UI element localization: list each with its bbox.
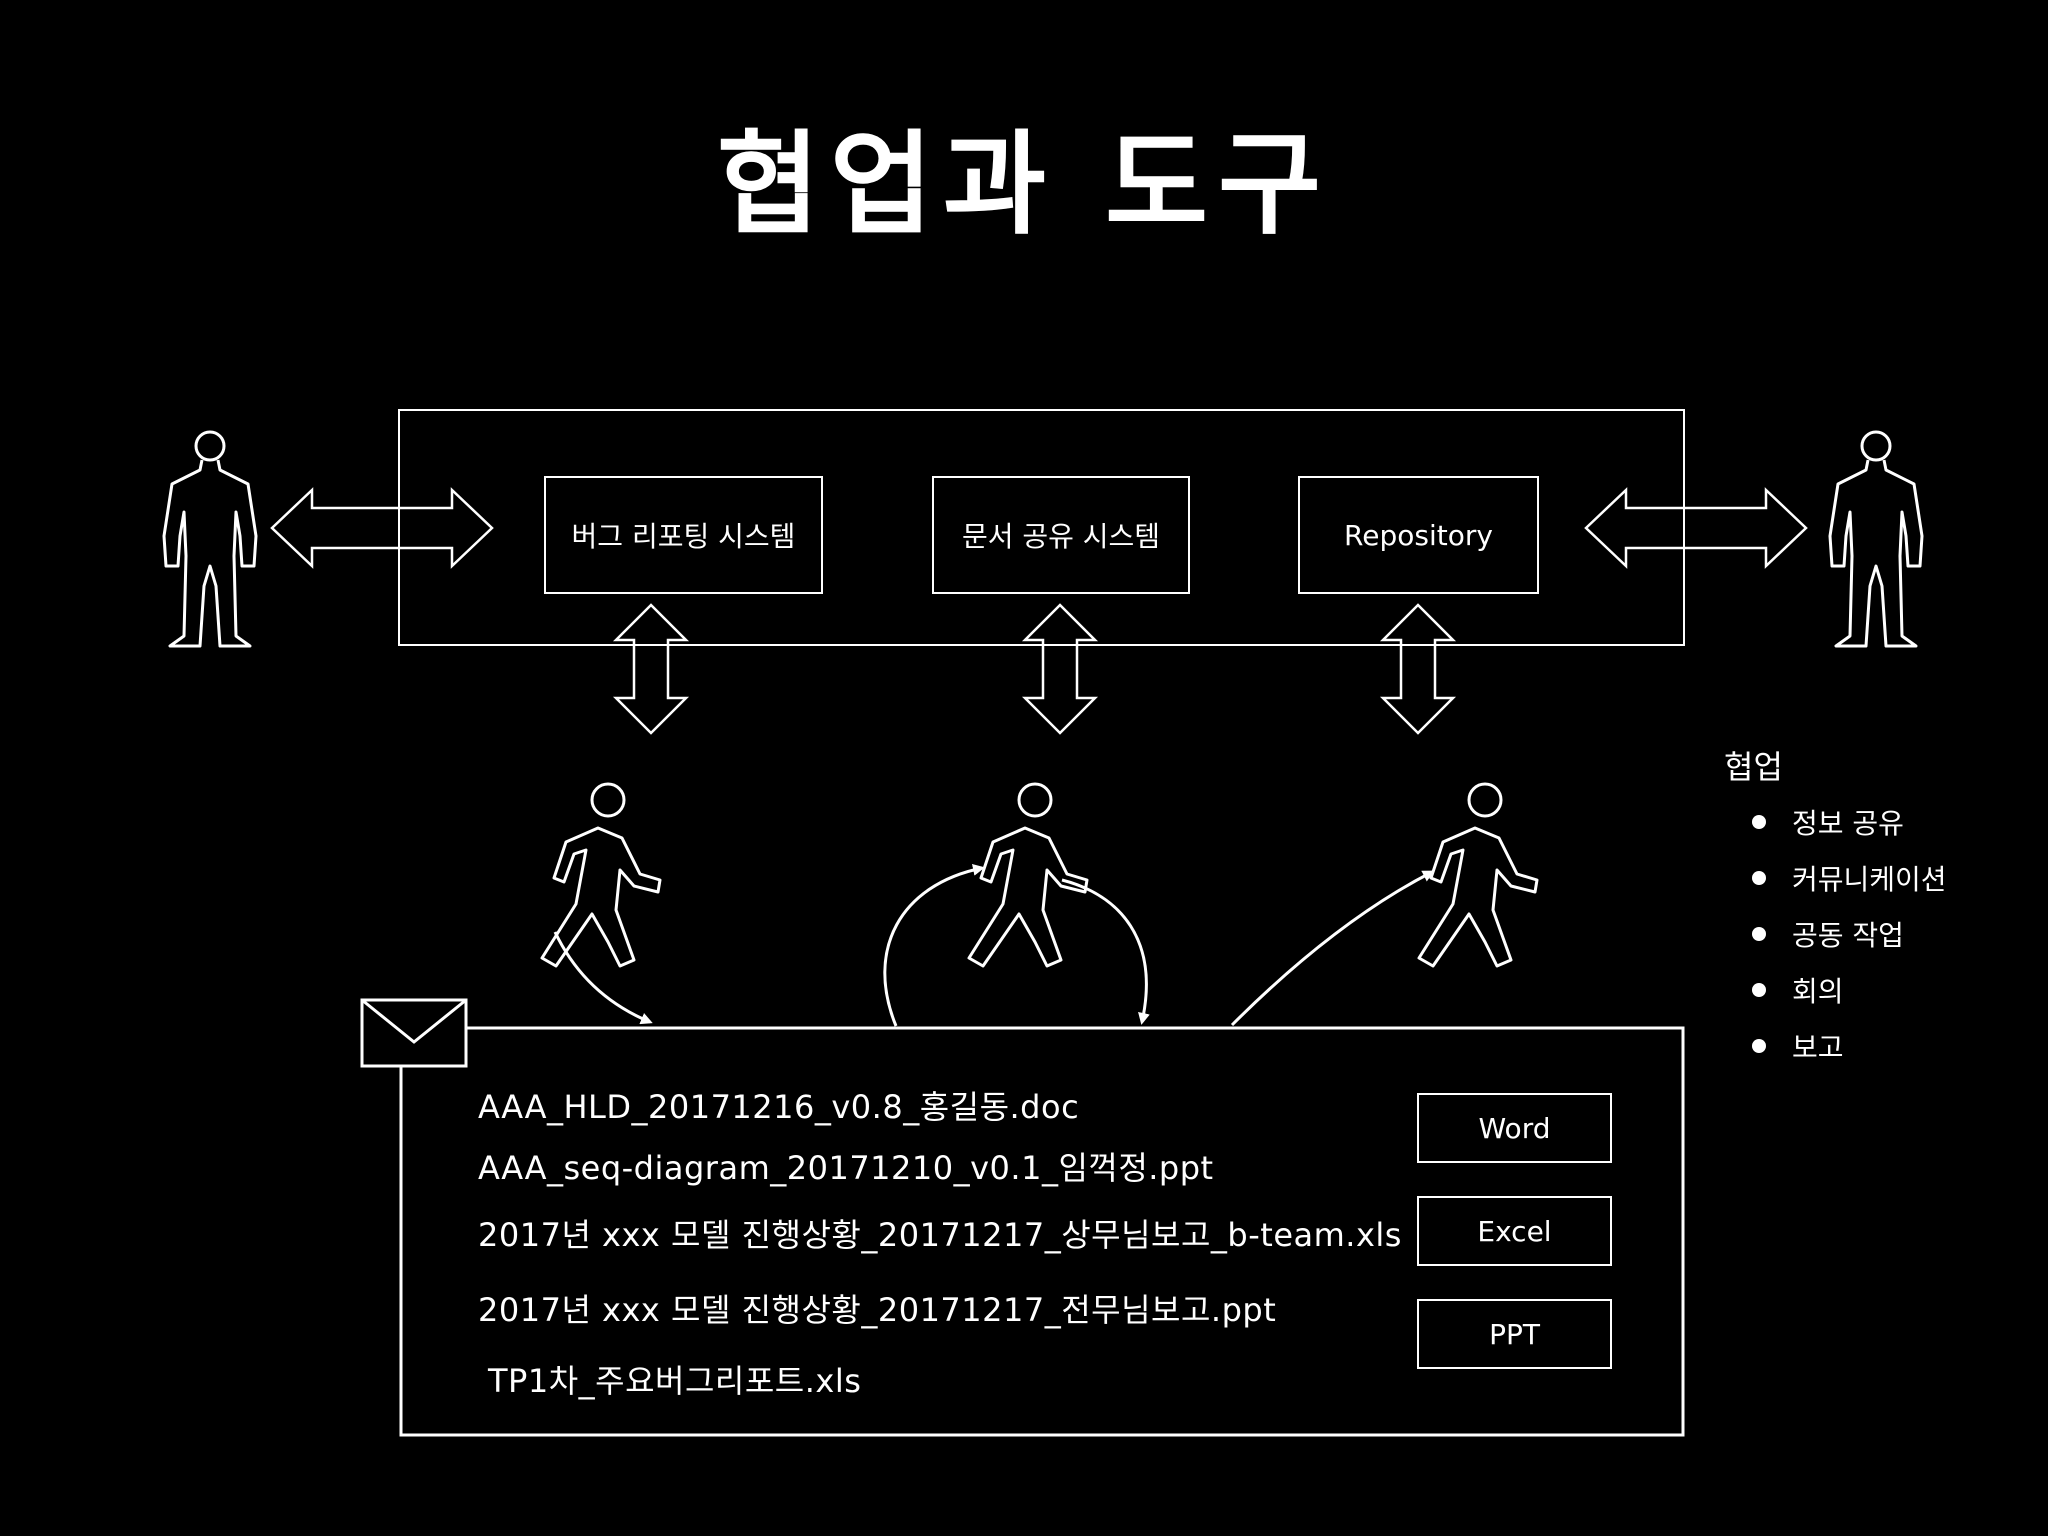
bug-system-double-arrow <box>612 603 690 735</box>
word-box: Word <box>1417 1093 1612 1163</box>
repository-label: Repository <box>1344 518 1493 552</box>
right-double-arrow <box>1584 487 1808 569</box>
ppt-label: PPT <box>1489 1317 1540 1351</box>
bullet-icon <box>1752 815 1766 829</box>
ppt-box: PPT <box>1417 1299 1612 1369</box>
repository-double-arrow <box>1379 603 1457 735</box>
collab-item-label: 공동 작업 <box>1792 919 1904 952</box>
collab-item-2: 커뮤니케이션 <box>1752 858 1947 898</box>
curve-arrow-4 <box>1230 870 1435 1027</box>
collab-item-label: 보고 <box>1792 1031 1844 1064</box>
curve-arrow-3 <box>1061 878 1150 1025</box>
system-frame <box>398 409 1685 646</box>
collab-item-3: 공동 작업 <box>1752 914 1904 954</box>
document-sharing-system-box: 문서 공유 시스템 <box>932 476 1190 594</box>
collab-item-4: 회의 <box>1752 970 1844 1010</box>
walking-person-2-icon <box>967 782 1089 968</box>
left-double-arrow <box>270 487 494 569</box>
bullet-icon <box>1752 1039 1766 1053</box>
walking-person-3-icon <box>1417 782 1539 968</box>
file-item-4: 2017년 xxx 모델 진행상황_20171217_전무님보고.ppt <box>478 1291 1277 1329</box>
curve-arrow-2 <box>883 863 985 1027</box>
collab-item-label: 정보 공유 <box>1792 807 1904 840</box>
collab-item-label: 커뮤니케이션 <box>1792 863 1947 896</box>
curve-arrow-1 <box>553 931 653 1025</box>
envelope-icon <box>360 998 468 1068</box>
word-label: Word <box>1478 1111 1551 1145</box>
bug-reporting-system-label: 버그 리포팅 시스템 <box>571 520 796 553</box>
file-item-5: TP1차_주요버그리포트.xls <box>488 1362 862 1400</box>
file-item-1: AAA_HLD_20171216_v0.8_홍길동.doc <box>478 1088 1080 1126</box>
file-item-3: 2017년 xxx 모델 진행상황_20171217_상무님보고_b-team.… <box>478 1216 1402 1254</box>
mail-frame <box>399 1026 1685 1437</box>
bullet-icon <box>1752 927 1766 941</box>
page-title: 협업과 도구 <box>716 120 1332 250</box>
bullet-icon <box>1752 871 1766 885</box>
file-item-2: AAA_seq-diagram_20171210_v0.1_임꺽정.ppt <box>478 1149 1214 1187</box>
collab-item-1: 정보 공유 <box>1752 802 1904 842</box>
doc-system-double-arrow <box>1021 603 1099 735</box>
document-sharing-system-label: 문서 공유 시스템 <box>961 520 1161 553</box>
collab-item-5: 보고 <box>1752 1026 1844 1066</box>
excel-box: Excel <box>1417 1196 1612 1266</box>
left-person-icon <box>162 430 258 648</box>
bullet-icon <box>1752 983 1766 997</box>
excel-label: Excel <box>1477 1214 1552 1248</box>
bug-reporting-system-box: 버그 리포팅 시스템 <box>544 476 823 594</box>
right-person-icon <box>1828 430 1924 648</box>
collab-title: 협업 <box>1724 748 1783 786</box>
collab-item-label: 회의 <box>1792 975 1844 1008</box>
repository-box: Repository <box>1298 476 1539 594</box>
